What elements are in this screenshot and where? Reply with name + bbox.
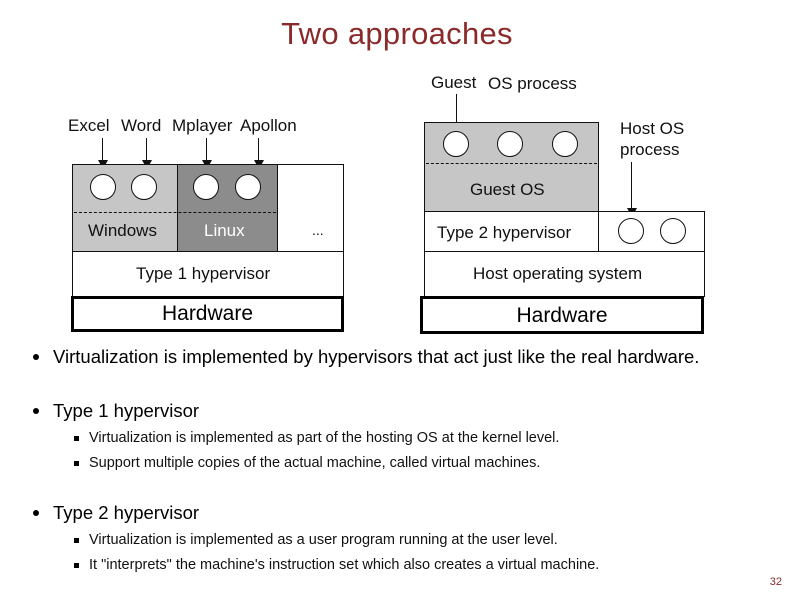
process-circle	[497, 131, 523, 157]
bullet-text: Type 1 hypervisor	[53, 400, 200, 421]
sub-bullet-text: Virtualization is implemented as a user …	[89, 532, 558, 548]
arrow-icon	[626, 162, 637, 217]
sub-bullet-item: Support multiple copies of the actual ma…	[74, 455, 541, 471]
type1-hypervisor-box	[72, 251, 344, 297]
app-label-mplayer: Mplayer	[172, 116, 233, 135]
app-label-apollon: Apollon	[240, 116, 297, 135]
app-label-word: Word	[121, 116, 162, 135]
slide-title: Two approaches	[281, 16, 513, 51]
bullet-text: Type 2 hypervisor	[53, 502, 200, 523]
sub-bullet-text: Virtualization is implemented as part of…	[89, 430, 560, 446]
type2-hypervisor-box	[424, 211, 599, 252]
bullet-square-icon	[74, 461, 79, 466]
page-number: 32	[769, 576, 782, 588]
dashed-divider	[426, 163, 597, 164]
process-circle	[552, 131, 578, 157]
sub-bullet-item: Virtualization is implemented as part of…	[74, 430, 560, 446]
bullet-square-icon	[74, 538, 79, 543]
guest-os-label: Guest OS	[470, 180, 545, 199]
sub-bullet-text: Support multiple copies of the actual ma…	[89, 455, 541, 471]
sub-bullet-text: It "interprets" the machine's instructio…	[89, 557, 600, 573]
host-os-box	[424, 251, 705, 297]
sub-bullet-item: It "interprets" the machine's instructio…	[74, 557, 600, 573]
bullet-item: Type 2 hypervisor	[33, 502, 200, 524]
bullet-item: Virtualization is implemented by hypervi…	[33, 346, 700, 368]
process-circle	[193, 174, 219, 200]
process-circle	[618, 218, 644, 244]
bullet-dot-icon	[33, 354, 39, 360]
dashed-divider	[74, 212, 276, 213]
type1-hypervisor-label: Type 1 hypervisor	[136, 264, 271, 283]
bullet-dot-icon	[33, 510, 39, 516]
process-circle	[660, 218, 686, 244]
bullet-text: Virtualization is implemented by hypervi…	[53, 346, 700, 367]
bullet-item: Type 1 hypervisor	[33, 400, 200, 422]
guest-process-label-1: Guest	[431, 73, 477, 92]
empty-vm-box	[277, 164, 344, 252]
host-os-label: Host operating system	[473, 264, 643, 283]
type2-hypervisor-label: Type 2 hypervisor	[437, 223, 572, 242]
process-circle	[235, 174, 261, 200]
sub-bullet-item: Virtualization is implemented as a user …	[74, 532, 558, 548]
windows-label: Windows	[88, 221, 157, 240]
linux-label: Linux	[204, 221, 245, 240]
app-label-excel: Excel	[68, 116, 110, 135]
bullet-dot-icon	[33, 408, 39, 414]
process-circle	[443, 131, 469, 157]
guest-process-label-2: OS process	[488, 74, 577, 93]
host-process-label: Host OS process	[620, 119, 685, 159]
hardware-box-right: Hardware	[420, 296, 704, 334]
bullet-square-icon	[74, 436, 79, 441]
hardware-box-left: Hardware	[71, 296, 344, 332]
windows-vm-box	[72, 164, 178, 252]
ellipsis-label: ...	[312, 222, 324, 238]
bullet-square-icon	[74, 563, 79, 568]
process-circle	[131, 174, 157, 200]
host-process-box	[598, 211, 705, 252]
process-circle	[90, 174, 116, 200]
